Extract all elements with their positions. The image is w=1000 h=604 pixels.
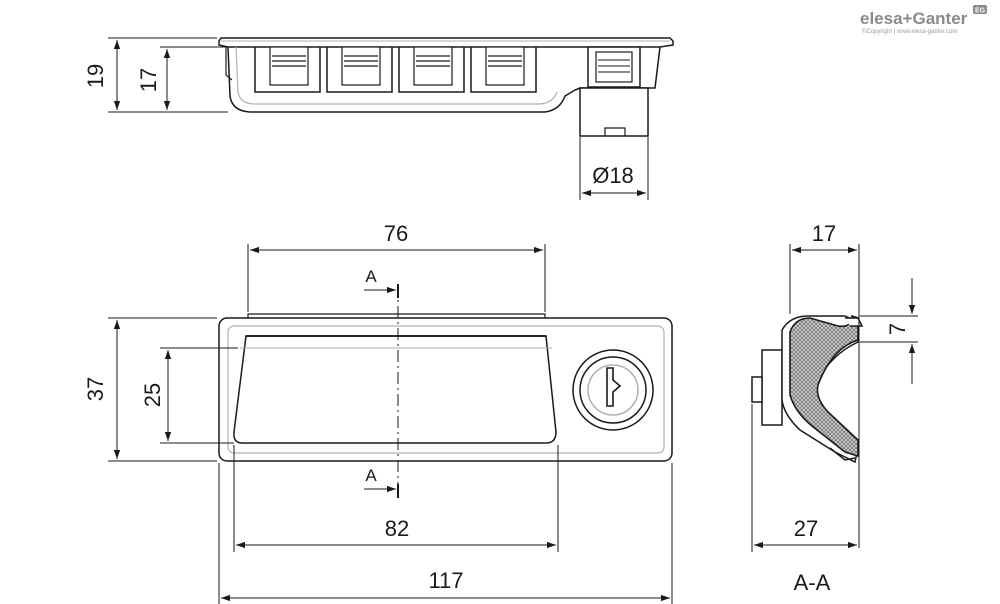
side-clip bbox=[225, 47, 233, 81]
side-dimensions bbox=[108, 37, 649, 200]
section-marker-top: A bbox=[365, 267, 377, 286]
dim-grip-width: 82 bbox=[385, 516, 409, 541]
dim-handle-height: 25 bbox=[140, 383, 165, 407]
dim-section-depth: 27 bbox=[794, 516, 818, 541]
dim-body-height: 17 bbox=[136, 68, 161, 92]
dim-section-top-width: 17 bbox=[812, 221, 836, 246]
front-lock bbox=[572, 349, 654, 431]
dim-total-height: 19 bbox=[83, 64, 108, 88]
side-flange bbox=[218, 37, 674, 48]
dim-lock-diameter: Ø18 bbox=[592, 163, 634, 188]
dim-overall-length: 117 bbox=[428, 568, 463, 593]
front-dimensions bbox=[108, 244, 673, 604]
side-body-inner bbox=[235, 46, 558, 105]
section-dimensions bbox=[751, 244, 918, 552]
grip-top-edge bbox=[247, 313, 546, 318]
dim-section-lip: 7 bbox=[885, 323, 910, 335]
section-line bbox=[364, 284, 399, 498]
key-slot-icon bbox=[606, 367, 622, 407]
dim-handle-width: 76 bbox=[384, 221, 408, 246]
front-view bbox=[218, 313, 673, 462]
brand-badge-icon bbox=[973, 5, 987, 14]
side-lock-housing bbox=[579, 46, 649, 137]
section-title: A-A bbox=[794, 570, 831, 595]
section-view bbox=[751, 314, 864, 464]
section-marker-bottom: A bbox=[365, 466, 377, 485]
brand-logo: elesa+Ganter EG ©Copyright | www.elesa-g… bbox=[860, 5, 987, 35]
side-body bbox=[227, 46, 661, 113]
copyright-text: ©Copyright | www.elesa-ganter.com bbox=[862, 28, 957, 35]
side-ribs bbox=[254, 46, 537, 93]
side-view bbox=[218, 37, 674, 137]
brand-name: elesa+Ganter bbox=[860, 9, 968, 28]
front-inner-frame bbox=[227, 325, 665, 454]
grip-handle bbox=[233, 335, 557, 444]
section-hatch bbox=[789, 314, 859, 458]
brand-badge-text: EG bbox=[975, 8, 986, 15]
dim-overall-height: 37 bbox=[83, 377, 108, 401]
